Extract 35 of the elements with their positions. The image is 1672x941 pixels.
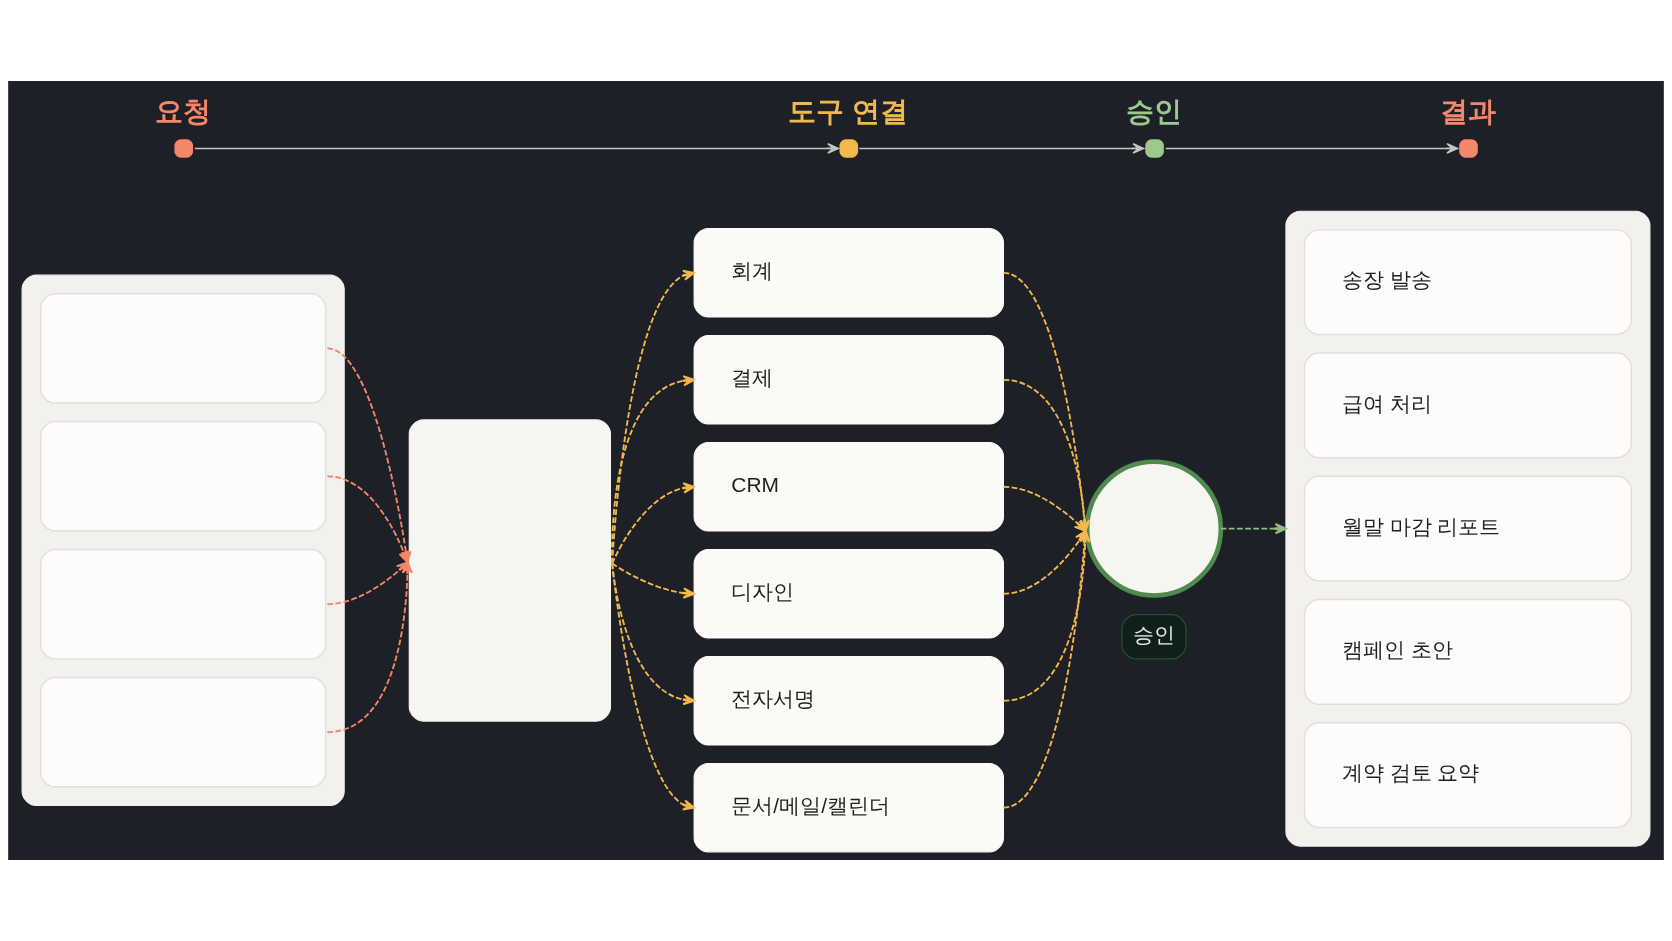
node-box: [40, 676, 327, 788]
arrow: [611, 375, 696, 565]
arrow: [1219, 523, 1287, 535]
node-label: 요청: [155, 95, 212, 127]
arrow: [611, 562, 696, 811]
node-box: [408, 419, 612, 722]
node-box: 캠페인 초안: [1303, 598, 1632, 705]
cluster: [1285, 210, 1651, 847]
node-box: [40, 293, 327, 404]
arrow: [194, 142, 840, 154]
node-box: CRM: [693, 442, 1004, 532]
node-box: 문서/메일/캘린더: [693, 762, 1004, 853]
node-box: 송장 발송: [1303, 229, 1632, 336]
arrow: [611, 269, 696, 565]
node-box: 월말 마감 리포트: [1303, 475, 1632, 582]
node-label: 도구 연결: [788, 95, 909, 127]
node-box: 결제: [693, 335, 1004, 425]
node-box: 회계: [693, 228, 1004, 318]
arrow: [1002, 485, 1087, 532]
node-box: 급여 처리: [1303, 352, 1632, 459]
node-circle: [1084, 459, 1224, 598]
cluster: [21, 274, 345, 806]
node-box: 전자서명: [693, 655, 1004, 746]
arrow: [611, 562, 696, 706]
node-label: 승인: [1133, 622, 1176, 646]
arrow: [611, 482, 696, 565]
node-box: 디자인: [693, 548, 1004, 639]
node-label: 승인: [1126, 95, 1183, 127]
node-box: [40, 548, 327, 660]
arrow: [858, 142, 1145, 154]
node-box: [40, 420, 327, 532]
node-box: 계약 검토 요약: [1303, 722, 1632, 829]
arrow: [611, 562, 696, 599]
node-label: 결과: [1440, 95, 1497, 127]
arrow: [1164, 142, 1459, 154]
